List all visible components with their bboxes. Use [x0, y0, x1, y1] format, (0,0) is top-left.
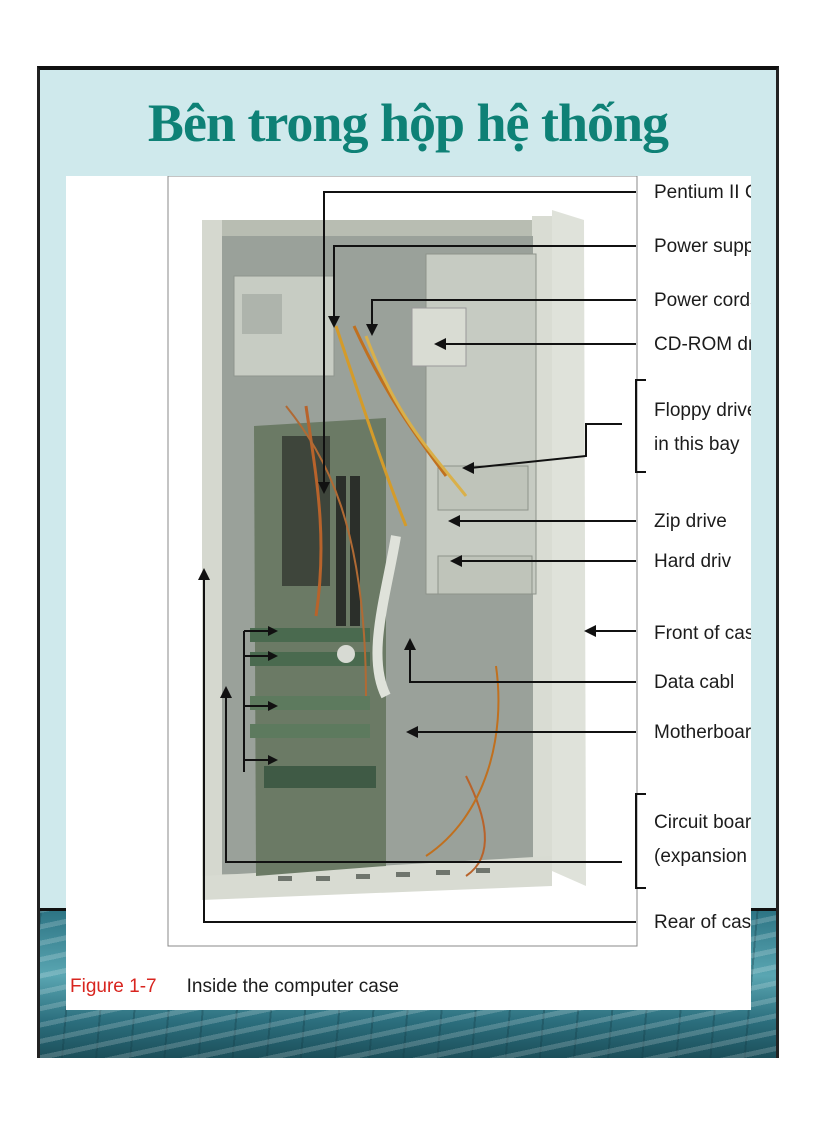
leader-rear: [203, 574, 636, 923]
leader-floppy: [469, 423, 622, 469]
callout-data-cable: Data cabl: [654, 672, 734, 693]
callout-rear-of-case: Rear of case: [654, 912, 751, 933]
callout-zip-drive: Zip drive: [654, 511, 727, 532]
callout-power-supply: Power suppl: [654, 236, 751, 257]
callout-power-cords: Power cords: [654, 290, 751, 311]
callout-front-of-case: Front of case: [654, 623, 751, 644]
callout-circuit-boards-line2: (expansion cards): [654, 846, 751, 867]
slide-title: Bên trong hộp hệ thống: [147, 93, 669, 153]
callout-hard-drive: Hard driv: [654, 551, 732, 572]
arrowheads: [198, 316, 596, 765]
case-photo: [202, 210, 586, 900]
callout-cpu: Pentium II CPU: [654, 182, 751, 203]
figure-number: Figure 1-7: [70, 976, 157, 997]
leader-power-supply: [333, 245, 636, 316]
callout-circuit-boards-line1: Circuit boards: [654, 812, 751, 833]
figure-caption: Figure 1-7 Inside the computer case: [70, 976, 399, 998]
bracket-cards: [635, 793, 646, 889]
leader-circuit-boards: [225, 694, 622, 863]
callout-cdrom: CD-ROM drive: [654, 334, 751, 355]
computer-case-illustration: Pentium II CPU Power suppl Power cords C…: [167, 176, 751, 947]
leader-power-cords: [371, 299, 636, 326]
callout-floppy-line2: in this bay: [654, 434, 740, 455]
bracket-floppy: [635, 379, 646, 473]
callout-floppy-line1: Floppy drive is hidden: [654, 400, 751, 421]
callout-leaders: [203, 191, 646, 923]
slide: Bên trong hộp hệ thống: [37, 66, 779, 1058]
leader-data-cable: [409, 646, 636, 683]
leader-cpu: [323, 191, 636, 486]
figure-panel: Pentium II CPU Power suppl Power cords C…: [66, 176, 751, 1010]
callout-labels: Pentium II CPU Power suppl Power cords C…: [654, 182, 751, 933]
callout-motherboard: Motherboar: [654, 722, 751, 743]
figure-caption-text: Inside the computer case: [186, 976, 399, 997]
